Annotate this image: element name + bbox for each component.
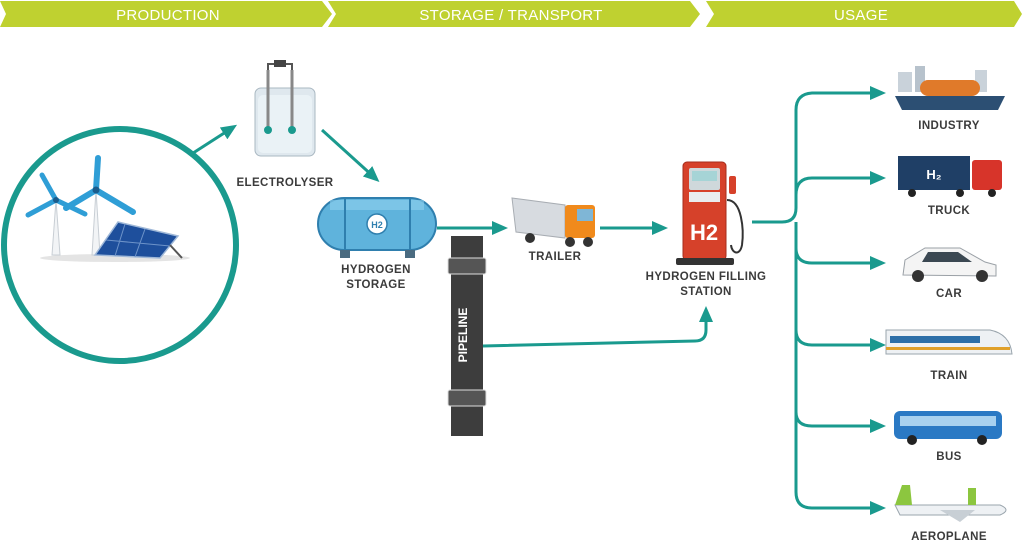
trailer-truck-icon xyxy=(511,197,595,247)
trailer-label: TRAILER xyxy=(529,251,582,263)
electrolyser-icon xyxy=(254,60,316,157)
tank-h2-badge: H2 xyxy=(371,220,383,230)
storage-label-line2: STORAGE xyxy=(346,279,405,291)
usage-label-car: CAR xyxy=(936,288,962,300)
train-icon xyxy=(885,329,1013,355)
station-label-line2: STATION xyxy=(680,286,732,298)
renewable-production xyxy=(1,126,239,364)
stage-production-label: PRODUCTION xyxy=(116,7,220,24)
stage-storage-transport xyxy=(328,1,700,27)
truck-icon: H₂ xyxy=(898,156,1002,197)
hydrogen-storage-tank-icon: H2 xyxy=(317,197,437,258)
stage-header: PRODUCTION STORAGE / TRANSPORT USAGE xyxy=(0,1,1022,27)
usage-label-industry: INDUSTRY xyxy=(918,120,980,132)
storage-label-line1: HYDROGEN xyxy=(341,264,411,276)
usage-label-train: TRAIN xyxy=(930,370,967,382)
usage-label-aeroplane: AEROPLANE xyxy=(911,531,987,542)
pipeline-label: PIPELINE xyxy=(456,308,470,363)
stage-production xyxy=(0,1,332,27)
hydrogen-pump-icon: H2 xyxy=(676,161,744,265)
aeroplane-icon xyxy=(894,485,1007,522)
distribution-arrows xyxy=(752,86,886,515)
bus-icon xyxy=(894,411,1002,445)
stage-usage-label: USAGE xyxy=(834,7,888,24)
electrolyser-label: ELECTROLYSER xyxy=(236,177,333,189)
arrow-production-to-electrolyser xyxy=(189,124,238,157)
pump-h2-badge: H2 xyxy=(690,220,718,245)
pipeline: PIPELINE xyxy=(447,236,487,436)
stage-storage-label: STORAGE / TRANSPORT xyxy=(419,7,602,24)
svg-text:H₂: H₂ xyxy=(926,167,941,182)
usage-label-bus: BUS xyxy=(936,451,961,463)
solar-panel-icon xyxy=(93,221,183,259)
usage-label-truck: TRUCK xyxy=(928,205,971,217)
stage-usage xyxy=(706,1,1022,27)
wind-turbine-icon xyxy=(25,155,136,256)
station-label-line1: HYDROGEN FILLING xyxy=(646,271,767,283)
industry-ship-icon xyxy=(895,66,1005,110)
arrow-pipeline-to-station xyxy=(482,306,713,348)
arrow-electrolyser-to-storage xyxy=(320,128,380,183)
car-icon xyxy=(902,247,997,282)
